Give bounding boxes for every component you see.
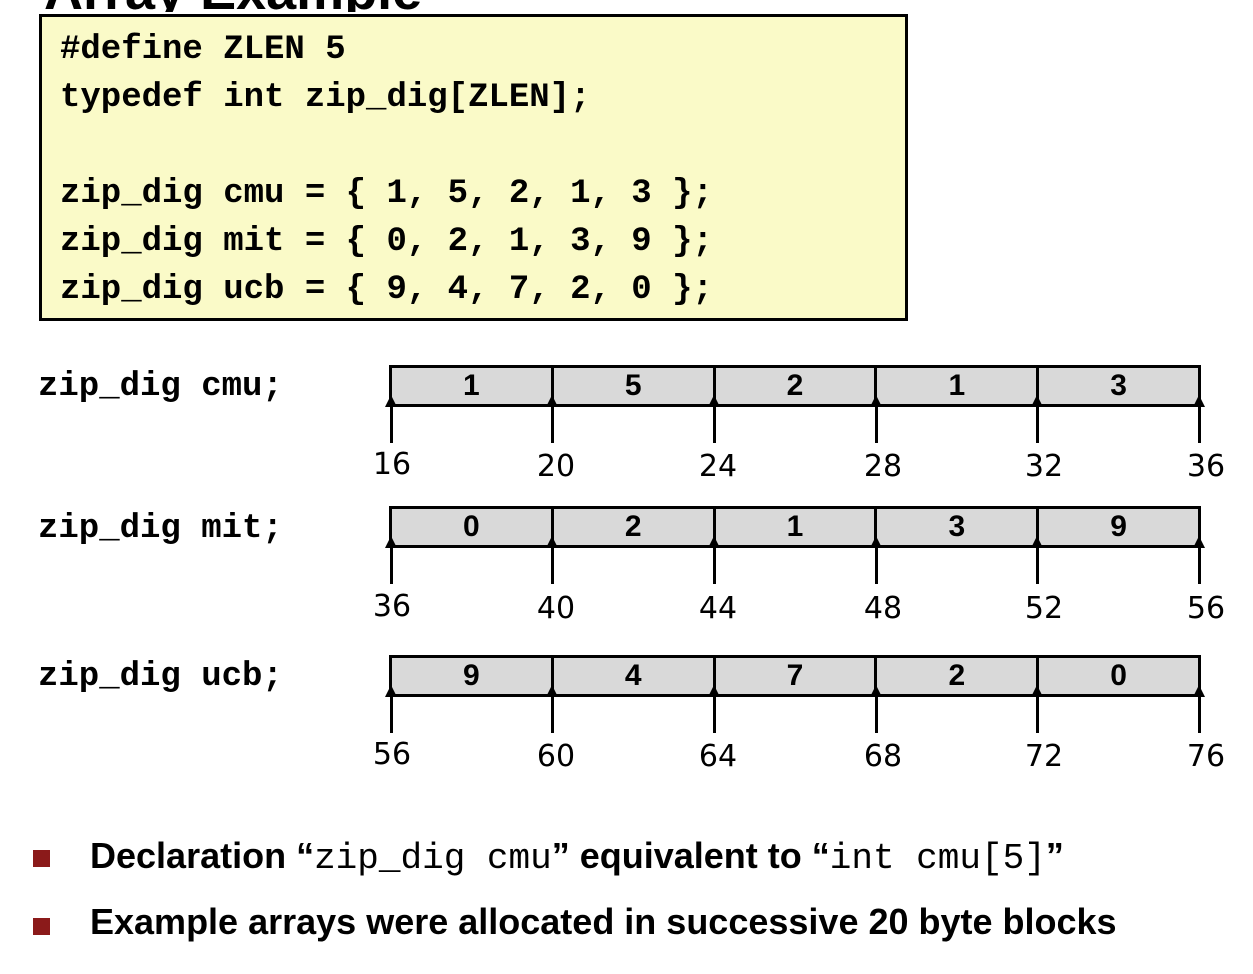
array-bar-ucb: 9 4 7 2 0 <box>389 655 1201 697</box>
address-label: 32 <box>1024 449 1064 484</box>
bullet-marker <box>33 918 50 935</box>
address-arrow <box>708 685 720 733</box>
address-arrow <box>870 536 882 584</box>
address-label: 56 <box>1186 591 1226 626</box>
array-cell: 4 <box>550 658 713 694</box>
address-label: 20 <box>536 449 576 484</box>
address-label: 16 <box>372 447 412 482</box>
array-cell: 7 <box>712 658 875 694</box>
bullet-text-part: ” <box>1045 835 1064 876</box>
address-arrow <box>546 536 558 584</box>
address-label: 48 <box>863 591 903 626</box>
address-arrow <box>708 395 720 443</box>
array-cell: 0 <box>1036 658 1198 694</box>
code-box: #define ZLEN 5 typedef int zip_dig[ZLEN]… <box>39 14 908 321</box>
array-cell: 0 <box>463 510 480 543</box>
code-line: typedef int zip_dig[ZLEN]; <box>60 79 591 117</box>
code-line: zip_dig cmu = { 1, 5, 2, 1, 3 }; <box>60 175 713 213</box>
code-line: zip_dig mit = { 0, 2, 1, 3, 9 }; <box>60 223 713 261</box>
code-snippet: zip_dig cmu <box>314 838 552 879</box>
array-label-mit: zip_dig mit; <box>38 510 283 548</box>
address-arrow <box>1193 536 1205 584</box>
address-arrow <box>1031 685 1043 733</box>
bullet-text: Declaration “zip_dig cmu” equivalent to … <box>90 835 1064 879</box>
array-label-cmu: zip_dig cmu; <box>38 368 283 406</box>
address-label: 76 <box>1186 739 1226 774</box>
bullet-text: Example arrays were allocated in success… <box>90 901 1117 942</box>
bullet-marker <box>33 850 50 867</box>
address-label: 72 <box>1024 739 1064 774</box>
address-arrow <box>546 685 558 733</box>
address-arrow <box>870 685 882 733</box>
address-label: 44 <box>698 591 738 626</box>
slide-title: Array Example <box>44 0 422 12</box>
address-arrow <box>1193 685 1205 733</box>
array-bar-mit: 0 2 1 3 9 <box>389 506 1201 548</box>
array-cell: 1 <box>874 368 1036 404</box>
array-label-ucb: zip_dig ucb; <box>38 658 283 696</box>
array-cell: 2 <box>550 509 713 545</box>
code-snippet: int cmu[5] <box>829 838 1046 879</box>
array-cell: 2 <box>874 658 1036 694</box>
array-cell: 1 <box>712 509 875 545</box>
array-cell: 3 <box>874 509 1036 545</box>
slide-title-fragment: Array Example <box>0 0 1253 12</box>
address-arrow <box>385 395 397 443</box>
array-cell: 9 <box>1036 509 1198 545</box>
code-line: zip_dig ucb = { 9, 4, 7, 2, 0 }; <box>60 271 713 309</box>
address-arrow <box>708 536 720 584</box>
bullet-text-part: Declaration “ <box>90 835 315 876</box>
address-label: 56 <box>372 737 412 772</box>
address-label: 52 <box>1024 591 1064 626</box>
bullet-text-part: ” equivalent to “ <box>551 835 830 876</box>
address-label: 24 <box>698 449 738 484</box>
array-cell: 1 <box>463 369 480 402</box>
address-arrow <box>870 395 882 443</box>
address-label: 40 <box>536 591 576 626</box>
address-label: 36 <box>1186 449 1226 484</box>
address-label: 64 <box>698 739 738 774</box>
code-line: #define ZLEN 5 <box>60 31 346 69</box>
array-cell: 5 <box>550 368 713 404</box>
array-cell: 2 <box>712 368 875 404</box>
array-bar-cmu: 1 5 2 1 3 <box>389 365 1201 407</box>
address-arrow <box>385 685 397 733</box>
array-cell: 3 <box>1036 368 1198 404</box>
address-arrow <box>1193 395 1205 443</box>
address-arrow <box>1031 536 1043 584</box>
address-label: 28 <box>863 449 903 484</box>
address-arrow <box>546 395 558 443</box>
address-label: 60 <box>536 739 576 774</box>
array-cell: 9 <box>463 659 480 692</box>
address-arrow <box>1031 395 1043 443</box>
address-label: 36 <box>372 589 412 624</box>
address-arrow <box>385 536 397 584</box>
address-label: 68 <box>863 739 903 774</box>
